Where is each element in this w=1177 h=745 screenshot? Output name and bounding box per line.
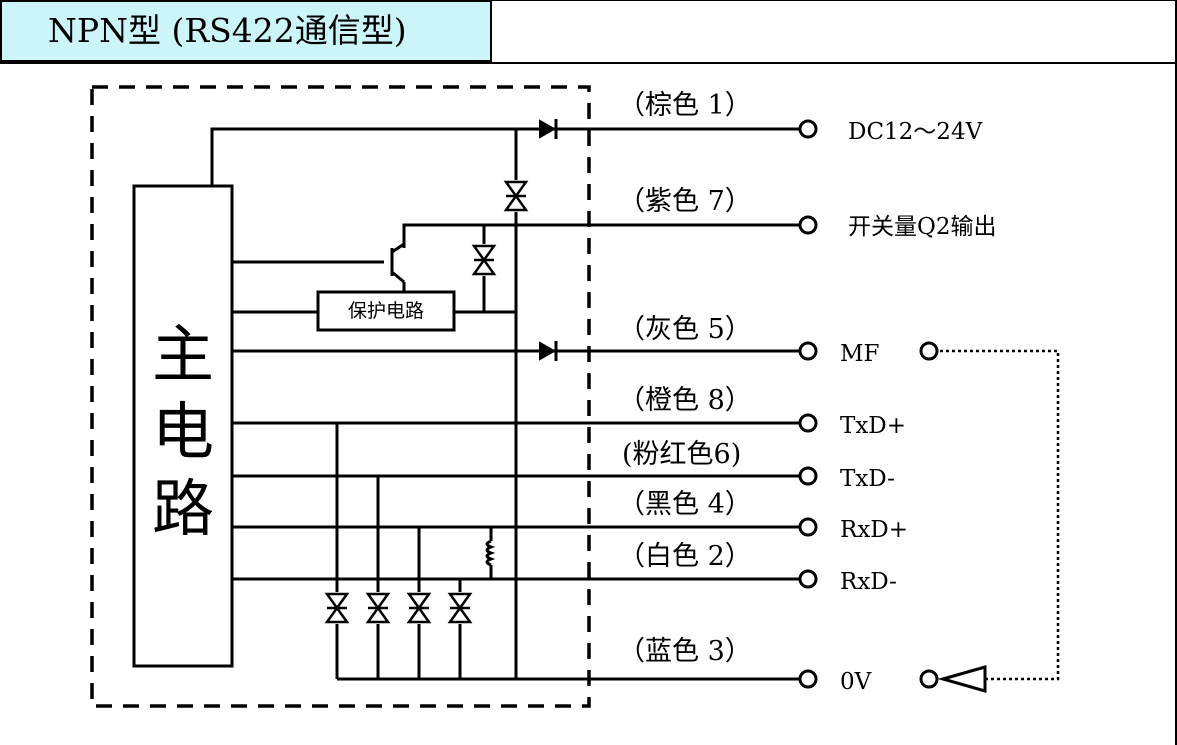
tvs-supply-icon <box>503 180 529 212</box>
label-black: （黑色 4） <box>618 489 752 520</box>
tvs-diodes <box>324 180 529 624</box>
transistor-collector <box>391 242 405 254</box>
label-gray: （灰色 5） <box>618 314 752 345</box>
terminal-label-white: RxD- <box>840 569 897 595</box>
tvs-line-2-icon <box>365 592 391 624</box>
tvs-output-icon <box>471 244 497 276</box>
terminal-purple <box>798 215 818 235</box>
terminal-label-black: RxD+ <box>840 517 908 543</box>
wire-network <box>210 127 1060 681</box>
frame-top-border <box>492 0 1177 1</box>
terminal-labels: DC12～24V 开关量Q2输出 MF TxD+ TxD- RxD+ RxD- … <box>840 119 997 695</box>
diode-mf-icon <box>539 341 557 361</box>
terminal-label-brown: DC12～24V <box>848 119 983 145</box>
terminal-brown <box>798 119 818 139</box>
diode-supply-icon <box>539 119 557 139</box>
wire-brown <box>210 127 800 186</box>
label-orange: （橙色 8） <box>618 385 752 416</box>
terminal-white <box>798 569 818 589</box>
terminal-gray <box>798 341 818 361</box>
terminal-label-blue: 0V <box>840 669 872 695</box>
terminals <box>798 119 987 693</box>
mf-external-link <box>940 349 1060 681</box>
ground-arrow-icon <box>937 665 987 693</box>
diodes <box>539 119 558 361</box>
page-title: NPN型 (RS422通信型) <box>0 0 492 62</box>
tvs-line-1-icon <box>324 592 350 624</box>
terminal-label-purple: 开关量Q2输出 <box>848 214 997 240</box>
main-circuit-label-2: 电 <box>152 395 214 468</box>
main-circuit-label-1: 主 <box>152 318 214 391</box>
label-blue: （蓝色 3） <box>618 636 752 667</box>
main-circuit-block <box>132 184 234 668</box>
label-white: （白色 2） <box>618 541 752 572</box>
terminal-orange <box>798 413 818 433</box>
frame-divider <box>0 62 1177 64</box>
sensor-enclosure <box>90 85 591 708</box>
terminal-blue <box>798 669 818 689</box>
tvs-line-4-icon <box>447 592 473 624</box>
wire-color-labels: （棕色 1） （紫色 7） （灰色 5） （橙色 8） (粉红色6) （黑色 4… <box>618 90 752 667</box>
label-pink: (粉红色6) <box>622 439 741 470</box>
label-purple: （紫色 7） <box>618 186 752 217</box>
protection-circuit-box <box>316 290 456 332</box>
frame-right-border <box>1175 0 1177 745</box>
terminal-label-pink: TxD- <box>840 466 895 492</box>
main-circuit-label-3: 路 <box>152 472 214 545</box>
wire-purple <box>402 223 800 248</box>
label-brown: （棕色 1） <box>618 90 752 121</box>
terminal-black <box>798 517 818 537</box>
termination-resistor <box>485 539 496 567</box>
terminal-pink <box>798 466 818 486</box>
external-terminal-mf <box>919 341 939 361</box>
terminal-label-gray: MF <box>840 341 880 367</box>
tvs-line-3-icon <box>406 592 432 624</box>
protection-circuit-label: 保护电路 <box>348 300 424 322</box>
terminal-label-orange: TxD+ <box>840 413 906 439</box>
external-terminal-0v <box>919 669 939 689</box>
transistor-emitter <box>391 270 405 284</box>
